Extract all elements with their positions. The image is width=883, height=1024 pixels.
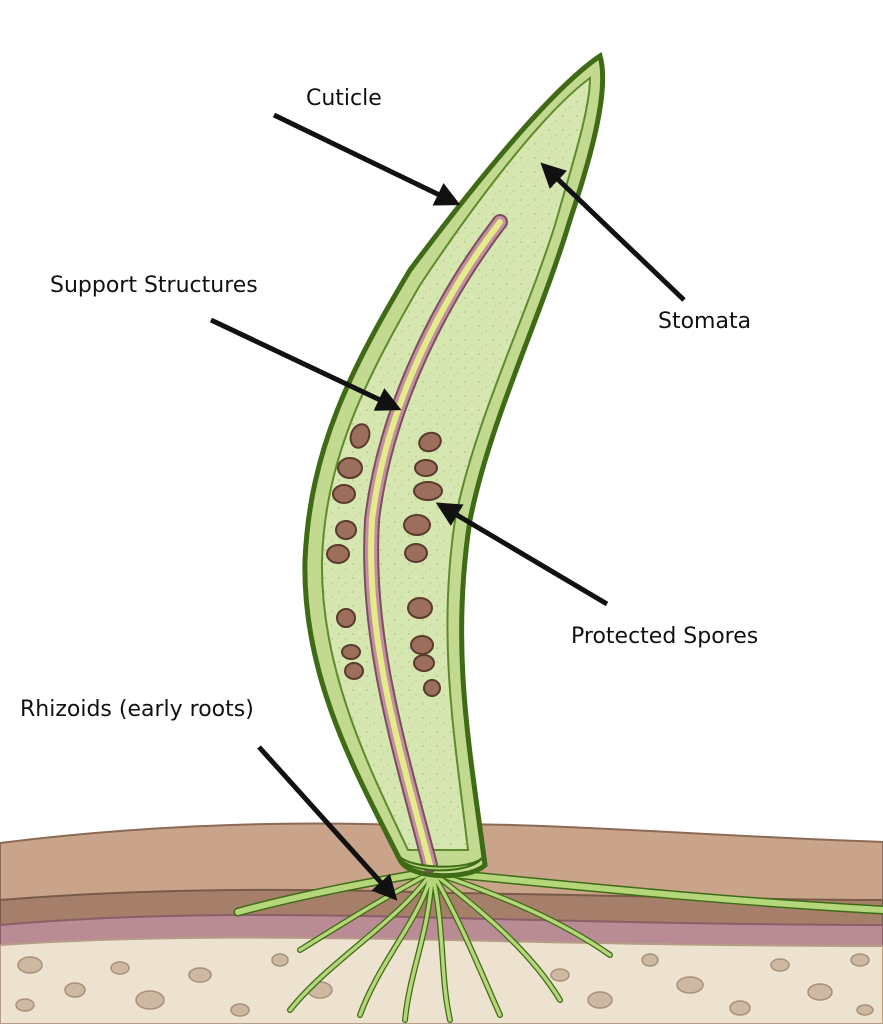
pointer-arrows	[209, 112, 686, 901]
spore	[326, 544, 350, 564]
spore	[407, 597, 433, 619]
spore	[413, 654, 435, 672]
rhizoids	[233, 867, 883, 1023]
label-support-structures: Support Structures	[50, 273, 258, 298]
spore	[335, 520, 357, 540]
plant-body	[302, 51, 606, 879]
spore	[337, 457, 363, 479]
spore	[341, 644, 361, 660]
spore	[336, 608, 356, 628]
spores	[326, 423, 443, 697]
stomata-arrow	[540, 162, 686, 302]
spore	[423, 679, 441, 697]
protected-spores-arrow	[435, 502, 609, 607]
tissue-texture	[321, 78, 590, 850]
stem-base	[397, 854, 483, 872]
spore	[403, 514, 431, 536]
spore	[414, 459, 438, 477]
spore	[410, 635, 434, 655]
pebbles	[15, 953, 874, 1017]
spore	[413, 481, 443, 501]
spore	[344, 662, 364, 680]
spore	[418, 431, 442, 453]
label-cuticle: Cuticle	[306, 86, 382, 111]
cuticle-arrow	[272, 112, 461, 206]
vascular-strand-core	[368, 219, 503, 868]
label-stomata: Stomata	[658, 309, 752, 334]
support-structures-arrow	[209, 317, 402, 411]
rhizoids-arrow	[257, 745, 398, 901]
label-protected-spores: Protected Spores	[571, 624, 759, 649]
spore	[332, 484, 356, 504]
spore	[349, 423, 371, 449]
label-rhizoids: Rhizoids (early roots)	[20, 697, 254, 722]
spore	[404, 543, 428, 563]
